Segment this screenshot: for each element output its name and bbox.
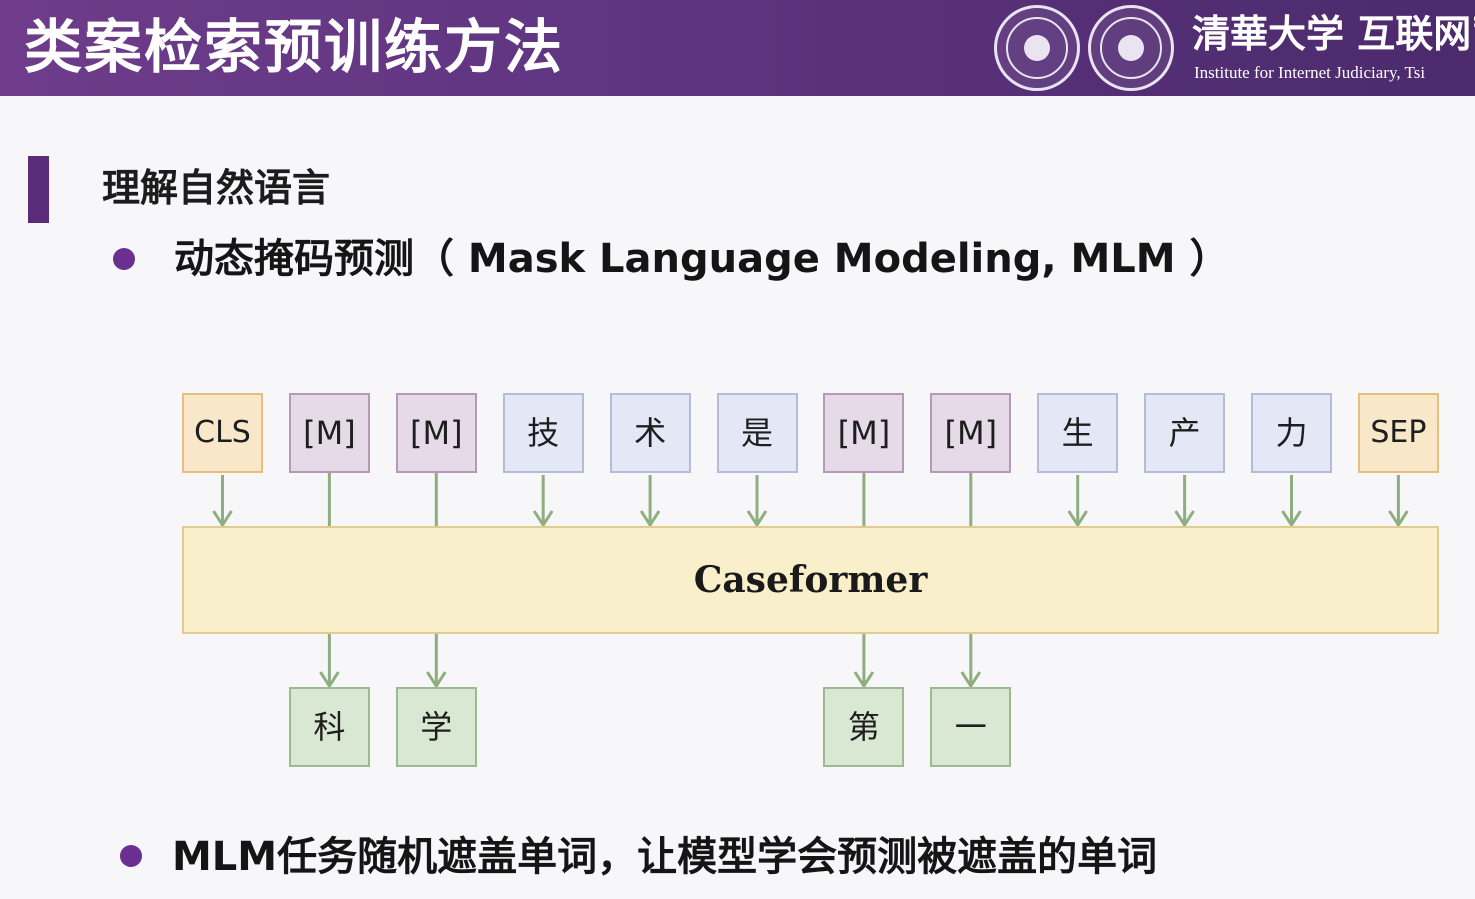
input-token-word: 术	[609, 393, 691, 473]
brand-name-en: Institute for Internet Judiciary, Tsi	[1194, 63, 1426, 82]
input-token-special: CLS	[182, 393, 263, 473]
arrow-head	[1067, 510, 1088, 528]
arrow-head	[639, 510, 661, 528]
section-accent-bar	[28, 156, 49, 223]
encoder-label: Caseformer	[693, 559, 928, 601]
arrow-head	[960, 671, 982, 689]
input-token-word: 技	[502, 393, 584, 473]
output-token: 一	[930, 687, 1012, 767]
header-banner: 类案检索预训练方法 清華大学 互联网司 Institute for Intern…	[0, 0, 1475, 96]
input-token-word: 产	[1144, 393, 1226, 473]
arrow-head	[1388, 510, 1409, 528]
arrow-head	[212, 510, 233, 528]
output-token: 第	[823, 687, 905, 767]
input-token-special: SEP	[1357, 393, 1439, 473]
arrow-head	[532, 510, 554, 528]
arrow-head	[1281, 510, 1302, 528]
university-seal-icon	[994, 5, 1080, 91]
section-title: 理解自然语言	[102, 166, 331, 210]
output-token: 科	[288, 687, 370, 767]
bullet-text-mlm-description: MLM任务随机遮盖单词，让模型学会预测被遮盖的单词	[172, 834, 1158, 880]
institute-seal-icon	[1088, 5, 1174, 91]
input-token-word: 生	[1037, 393, 1119, 473]
bullet-dot-icon	[113, 248, 135, 270]
input-token-word: 是	[716, 393, 798, 473]
input-token-mask: [M]	[823, 393, 905, 473]
output-token: 学	[395, 687, 477, 767]
input-token-mask: [M]	[288, 393, 370, 473]
input-token-mask: [M]	[395, 393, 477, 473]
bullet-dot-icon	[120, 845, 142, 867]
arrow-head	[853, 671, 875, 689]
arrow-head	[1174, 510, 1195, 528]
encoder-block: Caseformer	[182, 526, 1439, 634]
input-token-mask: [M]	[930, 393, 1012, 473]
arrow-head	[426, 671, 447, 689]
brand-name-cn: 清華大学 互联网司	[1192, 11, 1475, 56]
input-token-word: 力	[1251, 393, 1332, 473]
arrow-head	[746, 510, 768, 528]
bullet-text-mlm: 动态掩码预测（ Mask Language Modeling, MLM ）	[174, 236, 1230, 282]
page-title: 类案检索预训练方法	[24, 13, 565, 81]
arrow-head	[319, 671, 340, 689]
